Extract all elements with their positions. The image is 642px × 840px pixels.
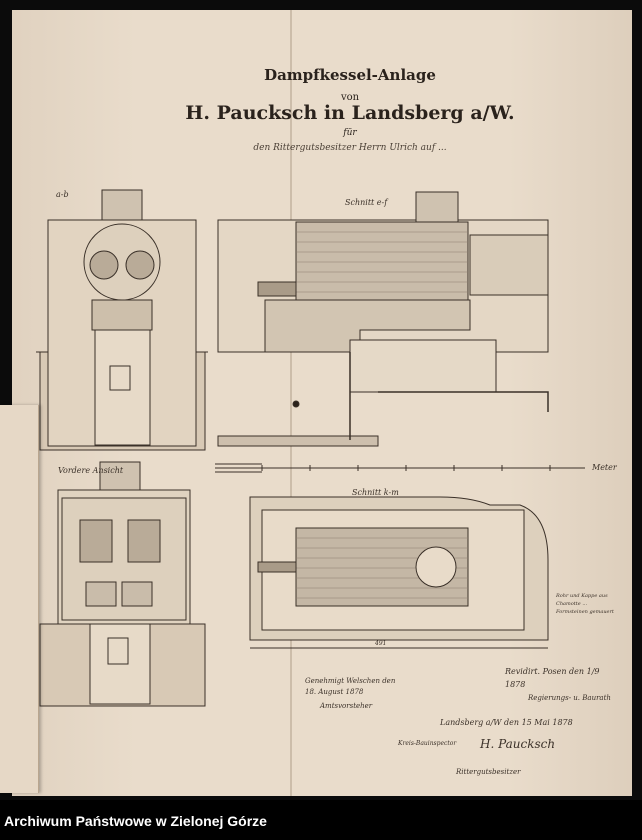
technical-drawings bbox=[36, 189, 585, 707]
signature-left: Kreis-Bauinspector bbox=[398, 740, 457, 747]
front-view-drawing bbox=[39, 461, 206, 707]
archive-name: Archiwum Państwowe w Zielonej Górze bbox=[4, 813, 267, 829]
folded-paper-flap bbox=[0, 405, 39, 793]
label-dimension: 491 bbox=[375, 640, 387, 647]
label-section-km: Schnitt k-m bbox=[352, 488, 399, 497]
signature-maker: H. Paucksch bbox=[480, 737, 556, 751]
front-section-drawing bbox=[36, 189, 208, 451]
label-front-view: Vordere Ansicht bbox=[58, 466, 124, 475]
approval-left: Genehmigt Welschen den 18. August 1878 bbox=[305, 677, 396, 696]
label-scale-unit: Meter bbox=[592, 463, 617, 472]
title-line-3: H. Paucksch in Landsberg a/W. bbox=[185, 102, 515, 124]
title-line-1: Dampfkessel-Anlage bbox=[264, 66, 436, 84]
paper-fold bbox=[290, 10, 292, 796]
label-section-ef: Schnitt e-f bbox=[345, 198, 388, 207]
label-front-top: a-b bbox=[56, 190, 69, 199]
section-e-f-drawing bbox=[217, 191, 549, 447]
section-k-m-drawing bbox=[249, 496, 549, 649]
signature-owner: Rittergutsbesitzer bbox=[456, 768, 521, 776]
title-line-4: für bbox=[343, 128, 357, 138]
approval-right-role: Regierungs- u. Baurath bbox=[528, 694, 611, 702]
place-date: Landsberg a/W den 15 Mai 1878 bbox=[440, 718, 573, 727]
scale-bar bbox=[215, 463, 585, 473]
approval-left-role: Amtsvorsteher bbox=[320, 702, 373, 710]
side-note: Rohr und Kappe aus Chamotte ... Formstei… bbox=[556, 593, 614, 615]
title-line-5: den Rittergutsbesitzer Herrn Ulrich auf … bbox=[253, 143, 447, 153]
archive-caption-bar: Archiwum Państwowe w Zielonej Górze bbox=[0, 800, 642, 840]
approval-right: Revidirt. Posen den 1/9 1878 bbox=[505, 667, 600, 689]
title-line-2: von bbox=[340, 92, 360, 103]
